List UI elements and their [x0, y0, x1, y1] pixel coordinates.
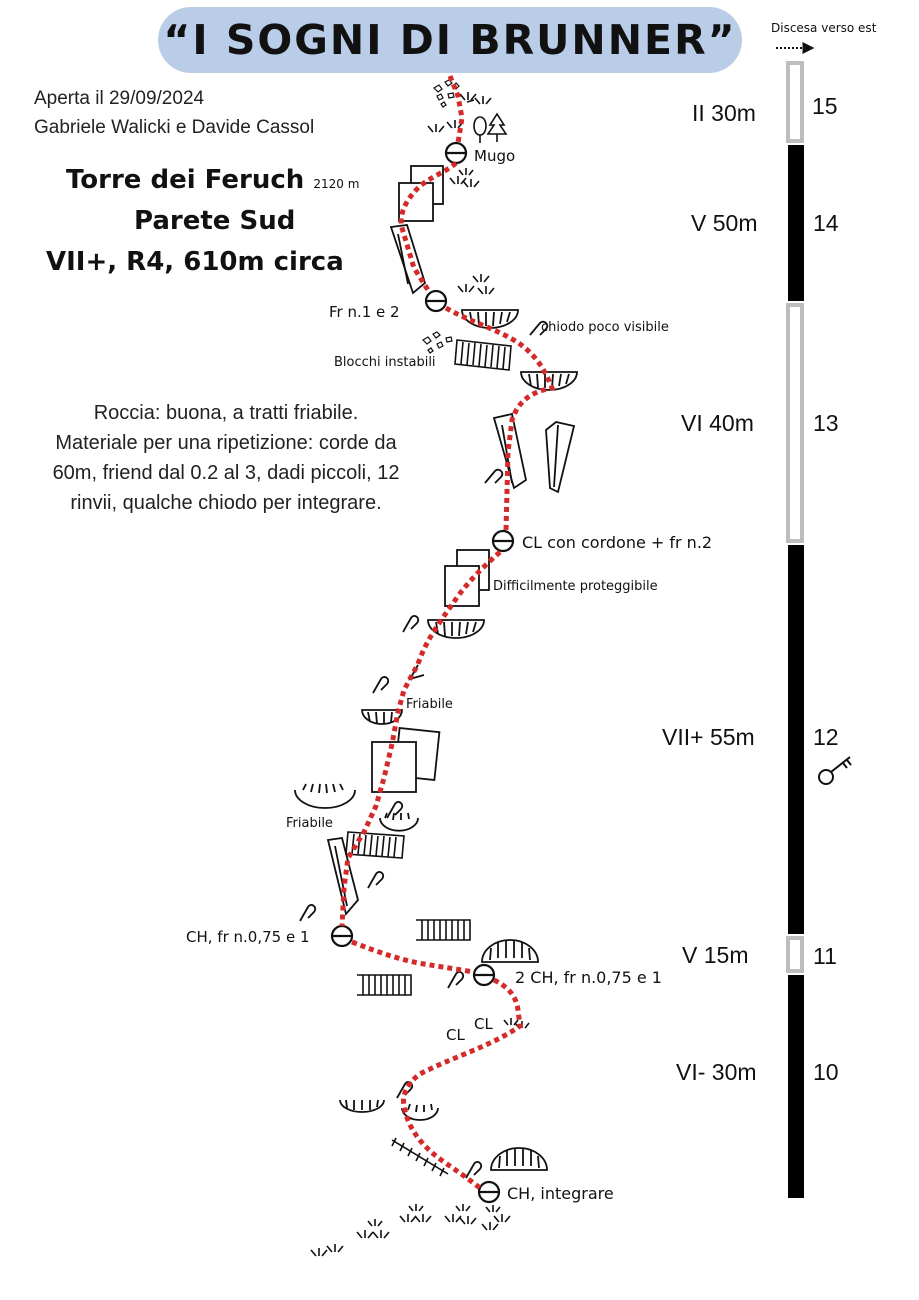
label-cl-1: CL: [446, 1026, 465, 1044]
label-mugo: Mugo: [474, 147, 516, 165]
label-2ch: 2 CH, fr n.0,75 e 1: [515, 968, 662, 987]
description: Roccia: buona, a tratti friabile. Materi…: [16, 398, 436, 518]
pitch-15-grade: II 30m: [692, 100, 756, 126]
pitch-14-grade: V 50m: [691, 210, 758, 236]
route-title: “I SOGNI DI BRUNNER”: [163, 16, 737, 64]
label-cl-cordone: CL con cordone + fr n.2: [522, 533, 713, 552]
peak-title: Torre dei Feruch: [66, 165, 305, 195]
description-line: Materiale per una ripetizione: corde da: [55, 432, 397, 454]
pitch-13-number: 13: [813, 410, 839, 436]
pitch-10-grade: VI- 30m: [676, 1059, 757, 1085]
key-icon: [818, 756, 852, 785]
pitch-15-number: 15: [812, 93, 838, 119]
pitch-bar-15: [786, 61, 804, 143]
label-difficilmente: Difficilmente proteggibile: [493, 579, 658, 594]
face-name: Parete Sud: [134, 206, 296, 236]
label-fr-1-2: Fr n.1 e 2: [329, 303, 400, 321]
scree-icon: [422, 79, 460, 354]
tree-icon: [473, 112, 508, 143]
label-friabile-1: Friabile: [406, 697, 453, 712]
label-cl-2: CL: [474, 1015, 493, 1033]
grass-icon: [310, 92, 530, 1257]
peak-altitude: 2120 m: [313, 177, 360, 191]
roof-icon: [345, 339, 512, 1177]
label-friabile-2: Friabile: [286, 816, 333, 831]
pitch-13-grade: VI 40m: [681, 410, 754, 436]
pitch-bar-12: [788, 545, 804, 934]
description-line: 60m, friend dal 0.2 al 3, dadi piccoli, …: [52, 462, 400, 484]
opened-date: Aperta il 29/09/2024: [34, 88, 205, 109]
pitch-12-number: 12: [813, 724, 839, 750]
pitch-bar-10: [788, 975, 804, 1198]
pitch-scale-bar: [786, 61, 804, 1198]
pitch-bar-11: [786, 936, 804, 973]
pitch-bar-14: [788, 145, 804, 301]
route-line: [339, 75, 556, 1190]
descent-note: Discesa verso est: [771, 21, 877, 35]
pitch-10-number: 10: [813, 1059, 839, 1085]
description-line: rinvii, qualche chiodo per integrare.: [70, 492, 382, 514]
piton-icon: [299, 320, 549, 1179]
authors: Gabriele Walicki e Davide Cassol: [34, 117, 315, 138]
pitch-12-grade: VII+ 55m: [662, 724, 755, 750]
pitch-11-number: 11: [813, 943, 837, 969]
label-ch-integrare: CH, integrare: [507, 1184, 614, 1203]
pitch-11-grade: V 15m: [682, 942, 749, 968]
pitch-bar-13: [786, 303, 804, 543]
title-banner: “I SOGNI DI BRUNNER”: [158, 7, 742, 73]
grade-summary: VII+, R4, 610m circa: [46, 247, 344, 277]
label-chiodo: chiodo poco visibile: [541, 320, 669, 335]
peak-name: Torre dei Feruch 2120 m: [66, 165, 359, 195]
description-line: Roccia: buona, a tratti friabile.: [93, 402, 359, 424]
block-icon: [371, 165, 490, 793]
pitch-14-number: 14: [813, 210, 839, 236]
label-blocchi: Blocchi instabili: [334, 355, 436, 370]
label-ch-fr075: CH, fr n.0,75 e 1: [186, 928, 310, 946]
